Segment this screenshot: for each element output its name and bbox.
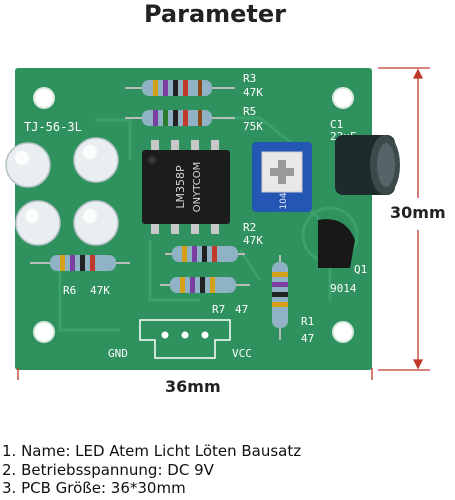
resistors <box>30 80 288 340</box>
label-c1: C1 <box>330 118 343 131</box>
potentiometer: 104 <box>252 142 312 212</box>
pad-vcc <box>201 331 209 339</box>
chip-model: LM358P <box>174 165 187 209</box>
label-r3-value: 47K <box>243 86 263 99</box>
led-3 <box>15 200 61 246</box>
ic-chip: LM358P ONYTCOM <box>142 140 230 234</box>
power-connector-outline <box>139 319 231 359</box>
label-r5-value: 75K <box>243 120 263 133</box>
capacitor-c1 <box>335 135 400 195</box>
label-vcc: VCC <box>232 347 252 360</box>
dimension-lines <box>17 67 430 380</box>
label-r3: R3 <box>243 72 256 85</box>
label-q1-value: 9014 <box>330 282 357 295</box>
led-group <box>5 137 119 246</box>
label-q1: Q1 <box>354 263 367 276</box>
spec-item: 3. PCB Größe: 36*30mm <box>2 479 186 497</box>
pcb-photo: TJ-56-3L R3 47K R5 75K C1 22uF R2 47K R6… <box>5 67 430 380</box>
board-name-label: TJ-56-3L <box>24 120 82 134</box>
mount-hole-br <box>332 321 354 343</box>
pad-gnd <box>161 331 169 339</box>
label-r7: R7 <box>212 303 225 316</box>
width-dimension-label: 36mm <box>165 377 221 396</box>
label-r6-value: 47K <box>90 284 110 297</box>
spec-list: 1. Name: LED Atem Licht Löten Bausatz 2.… <box>2 442 301 498</box>
chip-brand: ONYTCOM <box>192 162 203 212</box>
label-gnd: GND <box>108 347 128 360</box>
label-r2-value: 47K <box>243 234 263 247</box>
mount-hole-tr <box>332 87 354 109</box>
mount-hole-bl <box>33 321 55 343</box>
led-4 <box>73 200 119 246</box>
spec-item: 2. Betriebsspannung: DC 9V <box>2 460 214 479</box>
height-dimension-label: 30mm <box>390 203 446 222</box>
label-r2: R2 <box>243 221 256 234</box>
label-r1: R1 <box>301 315 314 328</box>
page-title: Parameter <box>143 0 287 28</box>
label-r6: R6 <box>63 284 76 297</box>
spec-item: 1. Name: LED Atem Licht Löten Bausatz <box>2 442 302 460</box>
label-r7-value: 47 <box>235 303 248 316</box>
pot-code: 104 <box>279 192 289 209</box>
led-1 <box>5 142 51 188</box>
led-2 <box>73 137 119 183</box>
label-r1-value: 47 <box>301 332 314 345</box>
transistor-q1 <box>318 219 355 268</box>
mount-hole-tl <box>33 87 55 109</box>
label-r5: R5 <box>243 105 256 118</box>
